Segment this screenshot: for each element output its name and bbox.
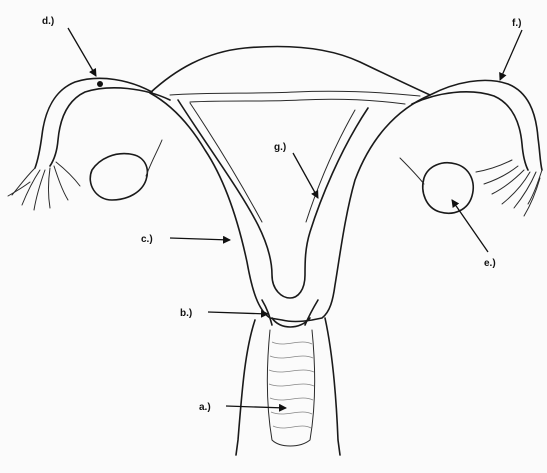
label-d: d.) [42, 16, 54, 27]
vagina [236, 318, 340, 455]
label-a: a.) [199, 402, 211, 413]
uterine-cavity [178, 100, 368, 298]
arrow-b [208, 312, 268, 314]
arrow-c [170, 238, 230, 240]
uterus-outline [150, 47, 430, 322]
label-g: g.) [274, 142, 286, 153]
left-fallopian-tube [8, 78, 170, 210]
cervix [262, 300, 318, 327]
label-f: f.) [512, 18, 521, 29]
arrow-g [293, 153, 318, 198]
label-b: b.) [180, 308, 192, 319]
label-e: e.) [484, 258, 496, 269]
right-fallopian-tube [412, 80, 542, 216]
label-c: c.) [141, 234, 153, 245]
arrow-e [452, 200, 488, 252]
arrow-f [500, 30, 522, 80]
arrow-d [68, 28, 96, 76]
label-d-dot [97, 81, 103, 87]
right-ovary [400, 158, 473, 213]
arrow-a [226, 406, 286, 408]
left-ovary [90, 140, 162, 200]
